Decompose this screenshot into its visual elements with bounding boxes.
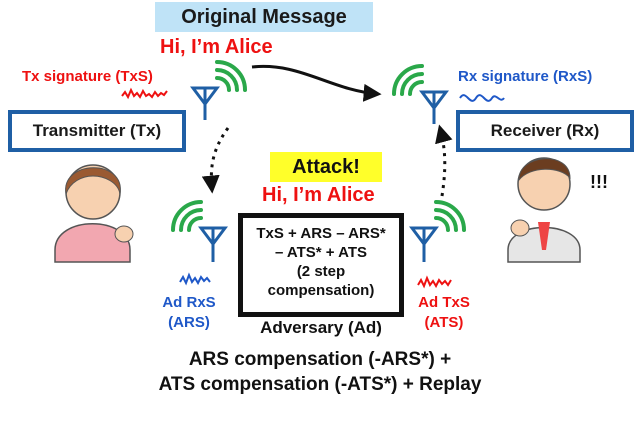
original-message-title: Original Message (155, 2, 373, 32)
ad-rx-wave-icon (171, 200, 203, 232)
tx-antenna-icon (190, 86, 220, 120)
ad-rx-label-1: Ad RxS (162, 294, 216, 311)
ad-rx-label-2: (ARS) (168, 314, 210, 331)
adversary-line-3: (2 step (296, 263, 346, 280)
adversary-line-2: – ATS* + ATS (274, 244, 368, 261)
adversary-box: TxS + ARS – ARS* – ATS* + ATS (2 step co… (238, 213, 404, 317)
ad-rx-antenna-icon (198, 226, 228, 262)
receiver-reaction: !!! (590, 172, 608, 192)
rx-signature-icon (459, 94, 505, 102)
adversary-line-4: compensation) (267, 282, 375, 299)
bottom-caption-line-2: ATS compensation (-ATS*) + Replay (158, 374, 482, 395)
ad-rx-signature-icon (179, 272, 211, 286)
original-message-text: Hi, I’m Alice (160, 36, 273, 58)
receiver-box: Receiver (Rx) (456, 110, 634, 152)
bottom-caption-line-1: ARS compensation (-ARS*) + (188, 349, 452, 370)
tx-signature-icon (121, 87, 168, 100)
rx-wave-icon (392, 64, 424, 96)
ad-tx-label-1: Ad TxS (418, 294, 470, 311)
alice-person-icon (54, 164, 134, 263)
intercept-arrow (201, 127, 230, 194)
replay-arrow (435, 124, 453, 197)
rx-signature-label: Rx signature (RxS) (458, 68, 593, 85)
tx-wave-icon (215, 60, 247, 92)
adversary-compensation-text: TxS + ARS – ARS* – ATS* + ATS (2 step co… (243, 218, 399, 300)
adversary-line-1: TxS + ARS – ARS* (256, 225, 386, 242)
attack-label: Attack! (270, 152, 382, 182)
ad-tx-antenna-icon (409, 226, 439, 262)
adversary-label: Adversary (Ad) (260, 318, 382, 337)
original-message-arrow (251, 64, 382, 102)
receiver-person-icon (507, 157, 581, 263)
rx-antenna-icon (419, 90, 449, 124)
ad-tx-signature-icon (417, 275, 452, 289)
ad-tx-label-2: (ATS) (424, 314, 464, 331)
ad-tx-wave-icon (434, 200, 466, 232)
attack-message-text: Hi, I’m Alice (262, 184, 375, 206)
tx-signature-label: Tx signature (TxS) (22, 68, 153, 85)
transmitter-box: Transmitter (Tx) (8, 110, 186, 152)
